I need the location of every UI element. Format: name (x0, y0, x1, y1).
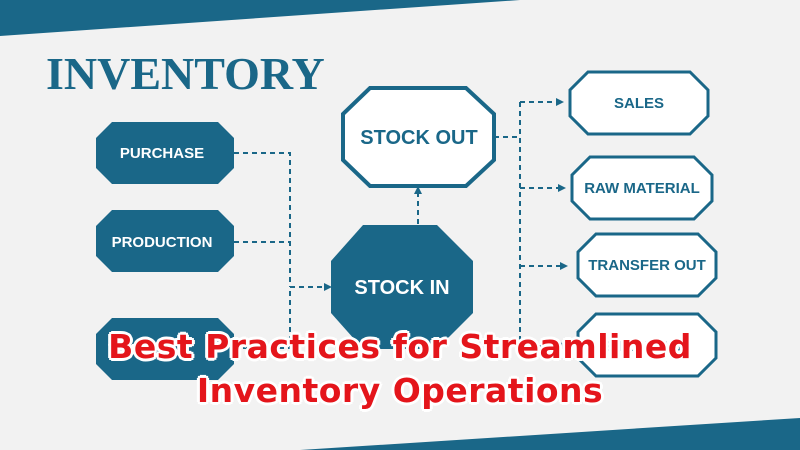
node-raw-material-label: RAW MATERIAL (584, 180, 700, 197)
node-sales-label: SALES (614, 95, 664, 112)
source-connectors (234, 152, 422, 349)
node-raw-material: RAW MATERIAL (570, 155, 714, 221)
node-shrinkage: SHRINKAGE (576, 312, 718, 378)
connector-stock-out-trunk (494, 102, 521, 350)
node-transfer-out-label: TRANSFER OUT (588, 257, 706, 274)
node-sales: SALES (568, 70, 710, 136)
node-stock-out: STOCK OUT (341, 86, 496, 188)
node-shrinkage-label: SHRINKAGE (602, 338, 692, 355)
connector-purchase (234, 152, 291, 287)
overlay-title-line-2: Inventory Operations (196, 371, 604, 410)
node-tra: TRA (96, 318, 234, 380)
bottom-banner-stripe (300, 418, 800, 450)
node-purchase: PURCHASE (96, 122, 234, 184)
top-banner-stripe (0, 0, 520, 36)
diagram-heading: INVENTORY (46, 48, 325, 99)
node-stock-out-label: STOCK OUT (360, 127, 477, 149)
node-tra-label: TRA (108, 341, 139, 358)
node-production-label: PRODUCTION (112, 234, 213, 251)
node-production: PRODUCTION (96, 210, 234, 272)
node-purchase-label: PURCHASE (120, 145, 204, 162)
overlay-title: Best Practices for Streamlined Inventory… (0, 325, 800, 413)
node-transfer-out: TRANSFER OUT (576, 232, 718, 298)
node-stock-in-label: STOCK IN (354, 277, 449, 299)
overlay-title-line-1: Best Practices for Streamlined (108, 327, 692, 366)
output-connectors (494, 98, 568, 350)
connector-tra (234, 287, 291, 349)
node-stock-in: STOCK IN (331, 225, 473, 349)
